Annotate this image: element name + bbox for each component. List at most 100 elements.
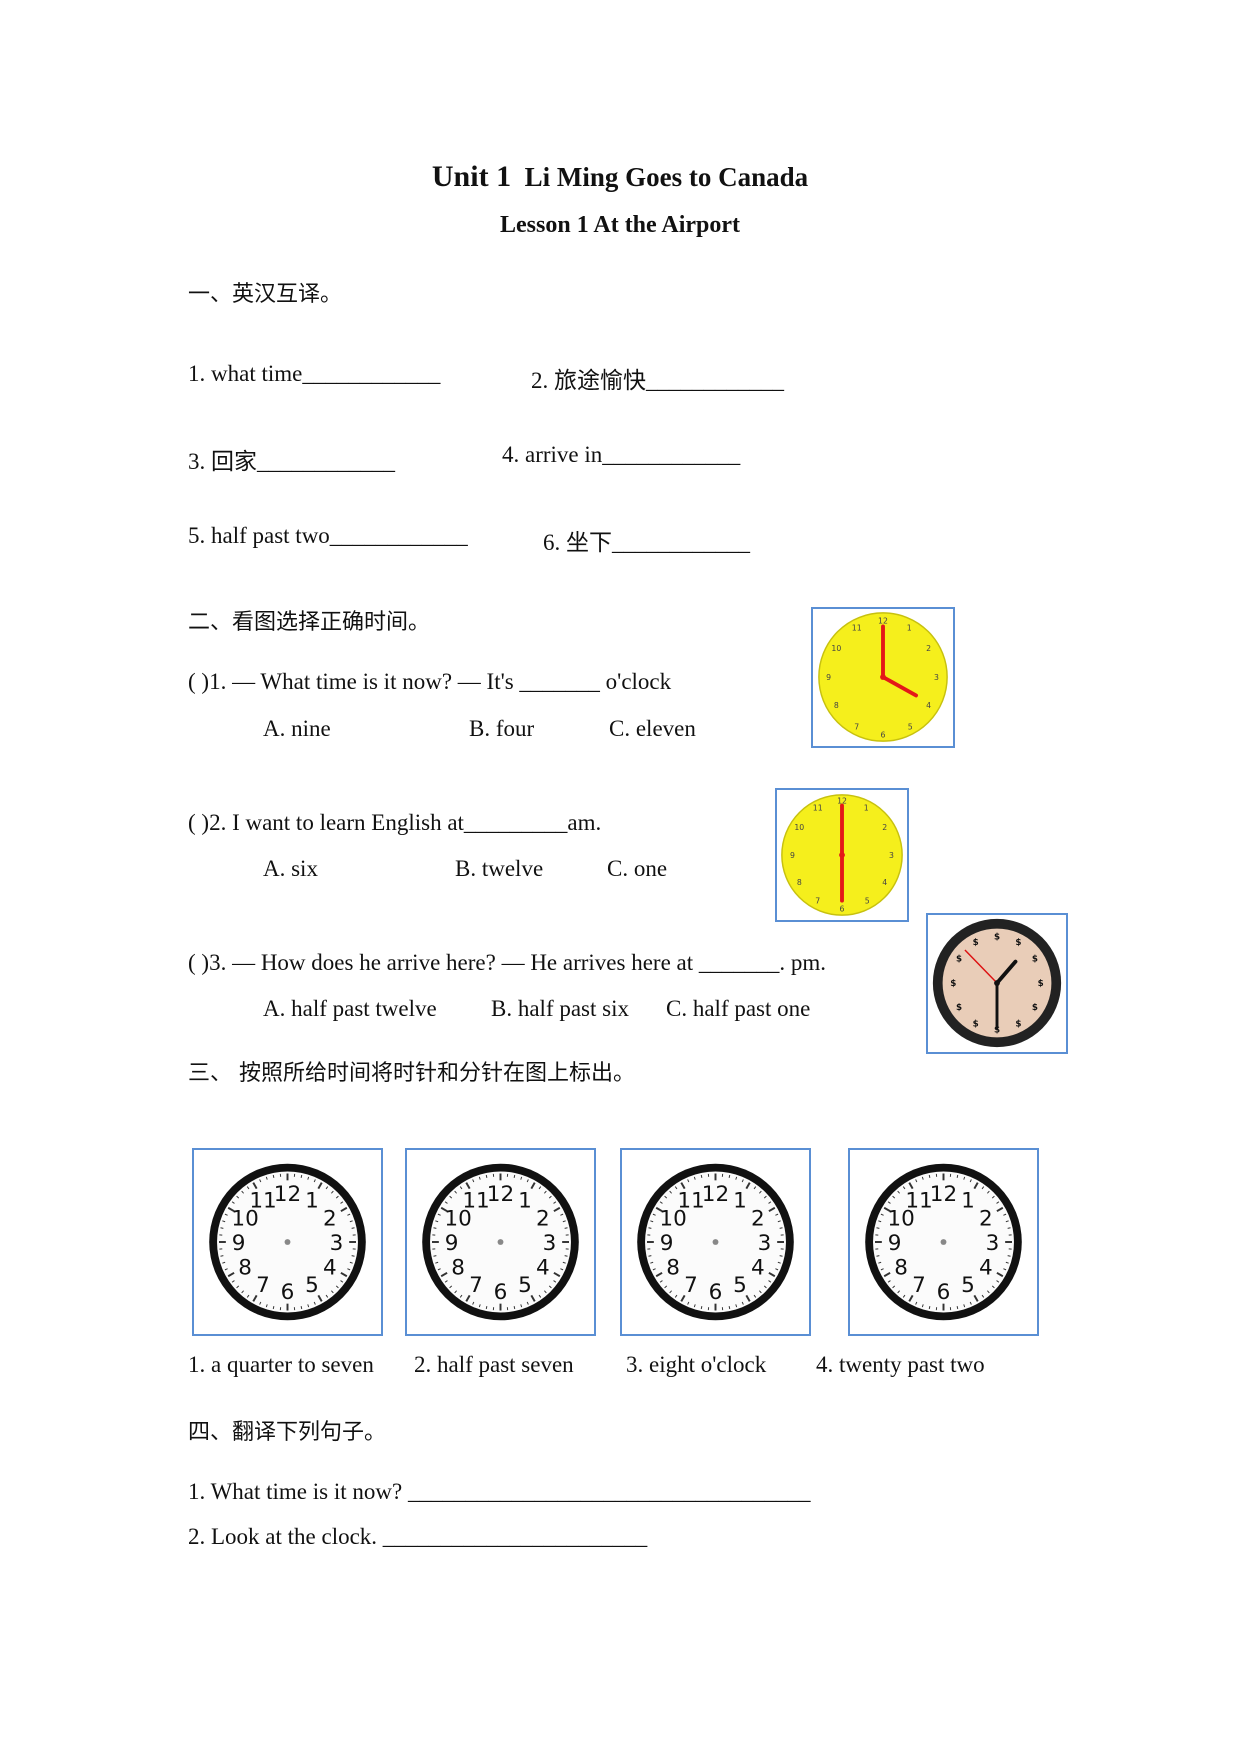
svg-text:$: $ bbox=[994, 932, 1000, 942]
clock-tick bbox=[669, 1290, 672, 1294]
clock-tick bbox=[222, 1261, 226, 1264]
clock-tick bbox=[520, 1304, 523, 1308]
clock-tick bbox=[335, 1285, 339, 1289]
clock-numeral: 5 bbox=[733, 1273, 747, 1298]
clock-numeral: 5 bbox=[305, 1273, 319, 1298]
svg-text:$: $ bbox=[956, 1003, 962, 1013]
clock-numeral: 6 bbox=[494, 1280, 508, 1305]
svg-text:$: $ bbox=[1032, 955, 1038, 965]
clock-tick bbox=[674, 1186, 678, 1190]
clock-numeral: 6 bbox=[709, 1280, 723, 1305]
clock-tick bbox=[648, 1227, 652, 1229]
clock-tick bbox=[433, 1227, 437, 1229]
clock-tick bbox=[437, 1213, 441, 1216]
clock-tick bbox=[969, 1179, 972, 1183]
clock-numeral: 2 bbox=[979, 1206, 993, 1231]
s4-item-2: 2. Look at the clock. __________________… bbox=[188, 1524, 648, 1549]
clock-tick bbox=[650, 1261, 654, 1264]
clock-tick bbox=[435, 1261, 439, 1264]
clock-tick bbox=[544, 1190, 547, 1194]
svg-text:5: 5 bbox=[865, 897, 870, 906]
clock-numeral: 4 bbox=[979, 1255, 993, 1280]
clock-tick bbox=[231, 1280, 235, 1283]
clock-tick bbox=[768, 1206, 776, 1213]
clock-numeral: 8 bbox=[894, 1255, 908, 1280]
clock-tick bbox=[883, 1271, 891, 1278]
clock-tick bbox=[763, 1195, 767, 1199]
clock-tick bbox=[728, 1306, 731, 1310]
clock-tick bbox=[307, 1176, 310, 1180]
svg-text:$: $ bbox=[1015, 1020, 1021, 1030]
clock-tick bbox=[347, 1268, 351, 1271]
clock-numeral: 8 bbox=[451, 1255, 465, 1280]
clock-tick bbox=[981, 1186, 985, 1190]
clock-tick bbox=[648, 1255, 652, 1257]
clock-tick bbox=[956, 1174, 959, 1178]
s1-item-3: 3. 回家____________ bbox=[188, 449, 395, 474]
clock-tick bbox=[775, 1268, 779, 1271]
clock-tick bbox=[485, 1174, 488, 1178]
clock-tick bbox=[313, 1179, 316, 1183]
wall-clock-icon: $$$ $$$ $$$ $$$ bbox=[932, 918, 1062, 1048]
clock-tick bbox=[259, 1301, 262, 1305]
clock-tick bbox=[996, 1206, 1004, 1213]
clock-tick bbox=[880, 1213, 884, 1216]
unit-title: Unit 1 Li Ming Goes to Canada bbox=[0, 160, 1240, 194]
clock-tick bbox=[897, 1190, 900, 1194]
clock-tick bbox=[347, 1213, 351, 1216]
clock-tick bbox=[562, 1220, 566, 1223]
clock-tick bbox=[478, 1304, 481, 1308]
clock-tick bbox=[973, 1294, 979, 1302]
clock-tick bbox=[700, 1174, 703, 1178]
clock-tick bbox=[650, 1220, 654, 1223]
clock-tick bbox=[777, 1261, 781, 1264]
clock-tick bbox=[520, 1176, 523, 1180]
clock-tick bbox=[693, 1304, 696, 1308]
q2-option-a: A. six bbox=[263, 856, 318, 881]
clock-numeral: 3 bbox=[758, 1231, 772, 1256]
clock-tick bbox=[440, 1206, 448, 1213]
clock-tick bbox=[241, 1190, 244, 1194]
svg-text:9: 9 bbox=[826, 673, 831, 682]
clock-tick bbox=[485, 1306, 488, 1310]
clock-tick bbox=[325, 1294, 329, 1298]
clock-tick bbox=[538, 1186, 542, 1190]
clock-tick bbox=[674, 1294, 678, 1298]
clock-tick bbox=[472, 1301, 475, 1305]
clock-tick bbox=[921, 1304, 924, 1308]
clock-tick bbox=[349, 1261, 353, 1264]
svg-text:10: 10 bbox=[794, 823, 804, 832]
clock-tick bbox=[664, 1285, 668, 1289]
clock-tick bbox=[349, 1220, 353, 1223]
s4-item-1: 1. What time is it now? ________________… bbox=[188, 1479, 811, 1504]
clock-numeral: 2 bbox=[536, 1206, 550, 1231]
svg-text:9: 9 bbox=[790, 851, 795, 860]
clock-tick bbox=[892, 1195, 896, 1199]
q3-option-c: C. half past one bbox=[666, 996, 811, 1021]
s1-item-4: 4. arrive in____________ bbox=[502, 442, 741, 467]
clock-tick bbox=[963, 1304, 966, 1308]
clock-tick bbox=[915, 1179, 918, 1183]
clock-tick bbox=[331, 1290, 334, 1294]
clock-tick bbox=[921, 1176, 924, 1180]
clock-tick bbox=[876, 1255, 880, 1257]
clock-tick bbox=[433, 1255, 437, 1257]
clock-tick bbox=[526, 1301, 529, 1305]
clock-tick bbox=[655, 1271, 663, 1278]
clock-tick bbox=[246, 1186, 250, 1190]
clock-tick bbox=[902, 1294, 906, 1298]
q2-stem: ( )2. I want to learn English at________… bbox=[188, 810, 602, 835]
clock-tick bbox=[220, 1255, 224, 1257]
clock-tick bbox=[680, 1294, 686, 1302]
svg-text:8: 8 bbox=[797, 878, 802, 887]
clock-tick bbox=[768, 1271, 776, 1278]
clock-tick bbox=[478, 1176, 481, 1180]
